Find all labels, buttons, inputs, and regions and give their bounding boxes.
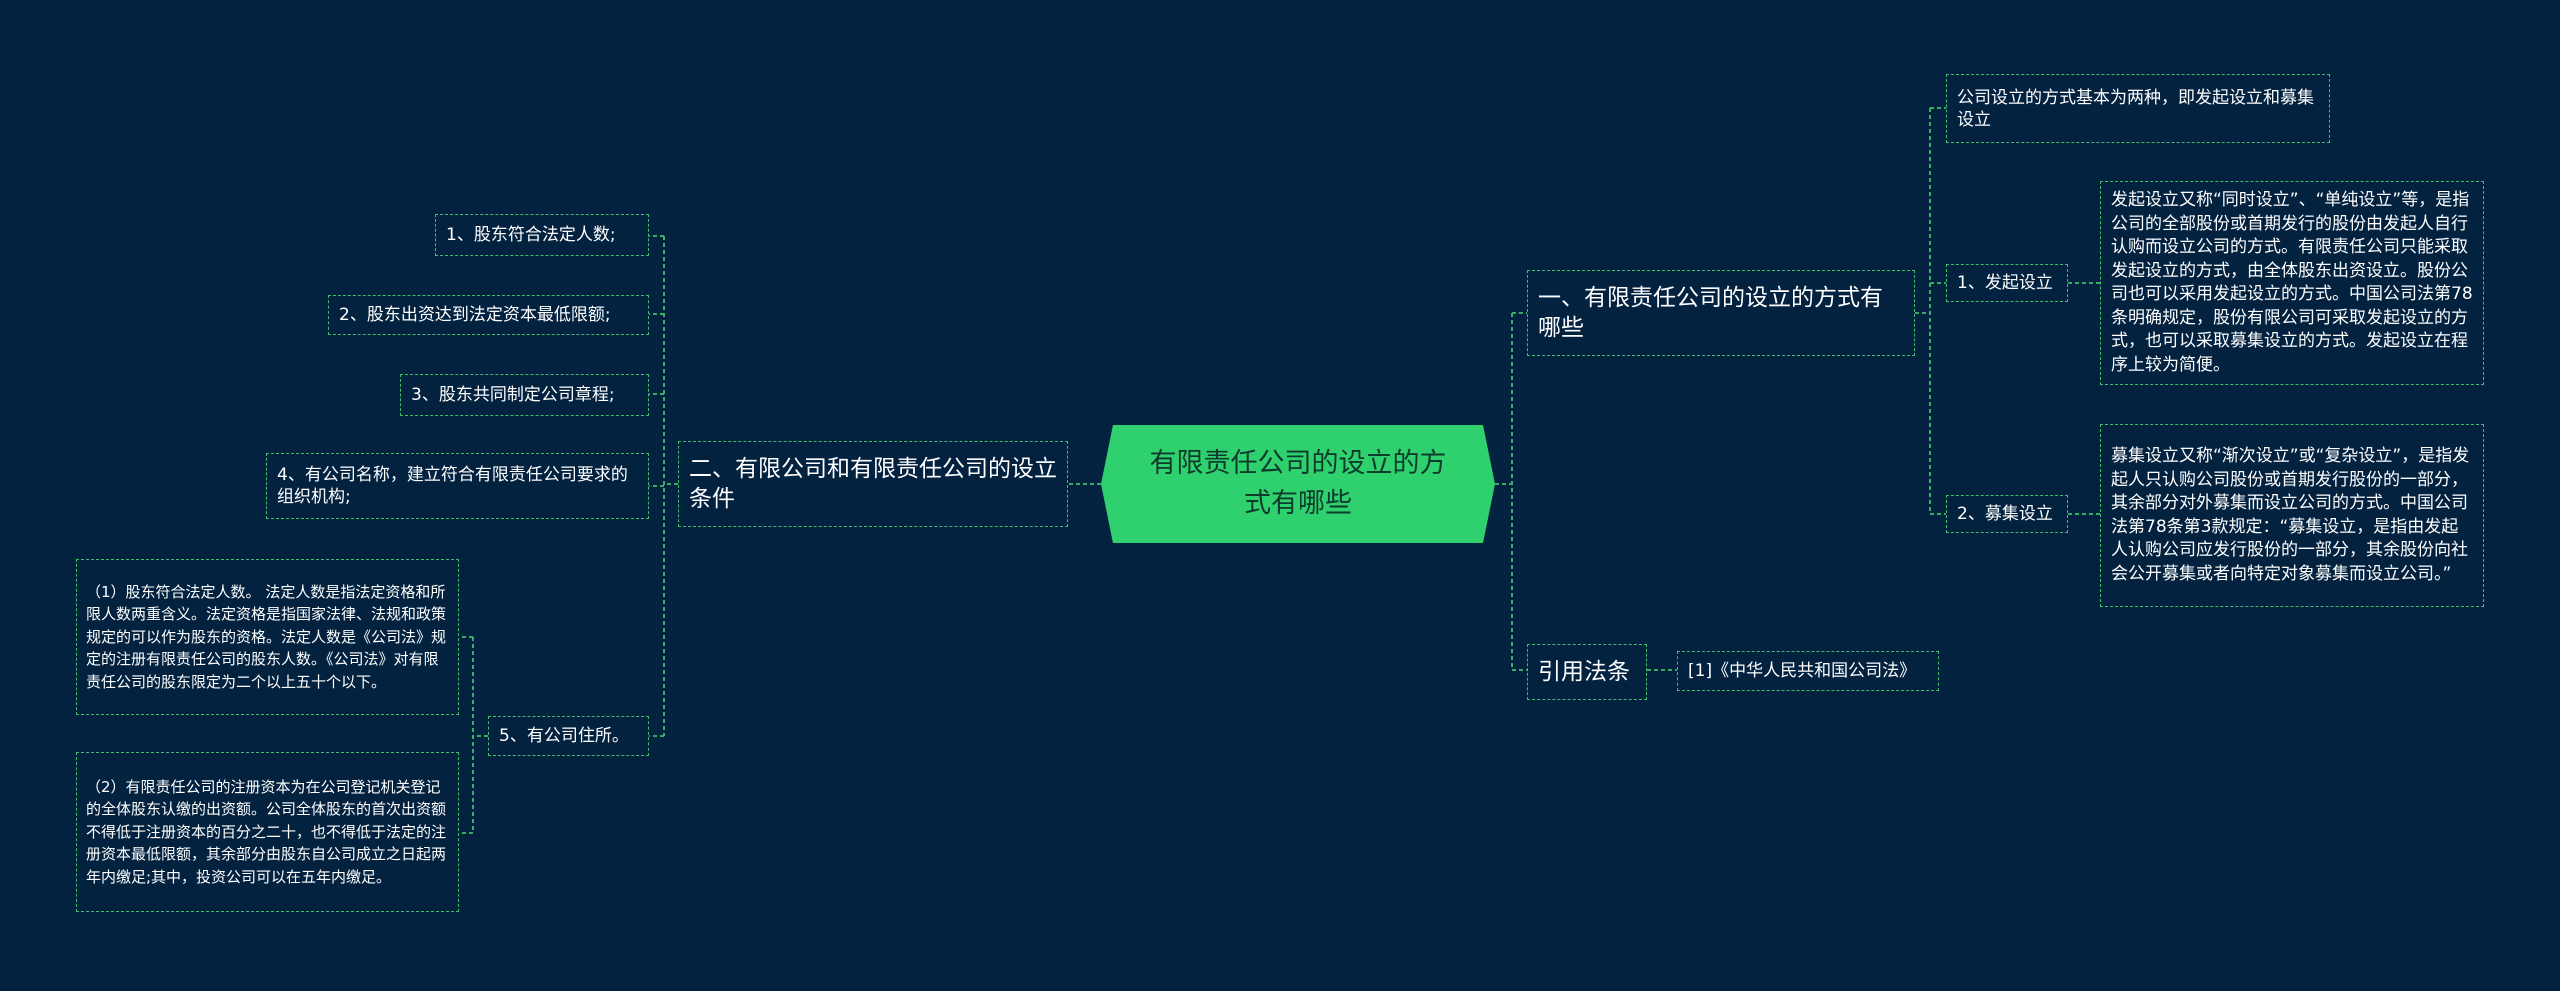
raising-setup-detail-text: 募集设立又称“渐次设立”或“复杂设立”，是指发起人只认购公司股份或首期发行股份的… xyxy=(2111,446,2470,584)
root-shape xyxy=(1101,425,1495,543)
condition-item-3-label: 3、股东共同制定公司章程; xyxy=(411,385,615,405)
condition-item-4[interactable]: 4、有公司名称，建立符合有限责任公司要求的组织机构; xyxy=(266,453,649,519)
condition-sub-2-text: （2）有限责任公司的注册资本为在公司登记机关登记的全体股东认缴的出资额。公司全体… xyxy=(86,777,447,886)
branch-setup-methods-label: 一、有限责任公司的设立的方式有哪些 xyxy=(1538,285,1883,341)
raising-setup-detail[interactable]: 募集设立又称“渐次设立”或“复杂设立”，是指发起人只认购公司股份或首期发行股份的… xyxy=(2100,424,2484,607)
promotion-setup-detail[interactable]: 发起设立又称“同时设立”、“单纯设立”等，是指公司的全部股份或首期发行的股份由发… xyxy=(2100,181,2484,385)
condition-item-4-label: 4、有公司名称，建立符合有限责任公司要求的组织机构; xyxy=(277,465,628,507)
condition-item-2[interactable]: 2、股东出资达到法定资本最低限额; xyxy=(328,295,649,335)
condition-item-3[interactable]: 3、股东共同制定公司章程; xyxy=(400,374,649,416)
law-reference-label: [1]《中华人民共和国公司法》 xyxy=(1688,661,1917,681)
condition-sub-1-text: （1）股东符合法定人数。 法定人数是指法定资格和所限人数两重含义。法定资格是指国… xyxy=(86,582,447,691)
branch-cited-law-label: 引用法条 xyxy=(1538,659,1630,685)
condition-item-1[interactable]: 1、股东符合法定人数; xyxy=(435,214,649,256)
branch-cited-law[interactable]: 引用法条 xyxy=(1527,644,1647,700)
law-reference[interactable]: [1]《中华人民共和国公司法》 xyxy=(1677,651,1939,691)
item-raising-setup[interactable]: 2、募集设立 xyxy=(1946,495,2068,533)
condition-item-2-label: 2、股东出资达到法定资本最低限额; xyxy=(339,305,611,325)
item-raising-setup-label: 2、募集设立 xyxy=(1957,504,2053,524)
item-promotion-setup[interactable]: 1、发起设立 xyxy=(1946,264,2068,302)
condition-item-1-label: 1、股东符合法定人数; xyxy=(446,225,616,245)
setup-methods-intro-label: 公司设立的方式基本为两种，即发起设立和募集设立 xyxy=(1957,87,2314,130)
setup-methods-intro[interactable]: 公司设立的方式基本为两种，即发起设立和募集设立 xyxy=(1946,74,2330,143)
promotion-setup-detail-text: 发起设立又称“同时设立”、“单纯设立”等，是指公司的全部股份或首期发行的股份由发… xyxy=(2111,190,2473,375)
branch-setup-conditions-label: 二、有限公司和有限责任公司的设立条件 xyxy=(689,456,1057,512)
item-promotion-setup-label: 1、发起设立 xyxy=(1957,273,2053,293)
branch-setup-conditions[interactable]: 二、有限公司和有限责任公司的设立条件 xyxy=(678,441,1068,527)
root-node[interactable]: 有限责任公司的设立的方式有哪些 xyxy=(1101,425,1495,543)
branch-setup-methods[interactable]: 一、有限责任公司的设立的方式有哪些 xyxy=(1527,270,1915,356)
root-label: 有限责任公司的设立的方式有哪些 xyxy=(1149,448,1447,519)
condition-sub-2[interactable]: （2）有限责任公司的注册资本为在公司登记机关登记的全体股东认缴的出资额。公司全体… xyxy=(76,752,459,912)
condition-sub-1[interactable]: （1）股东符合法定人数。 法定人数是指法定资格和所限人数两重含义。法定资格是指国… xyxy=(76,559,459,715)
condition-item-5[interactable]: 5、有公司住所。 xyxy=(488,716,649,756)
condition-item-5-label: 5、有公司住所。 xyxy=(499,726,629,746)
